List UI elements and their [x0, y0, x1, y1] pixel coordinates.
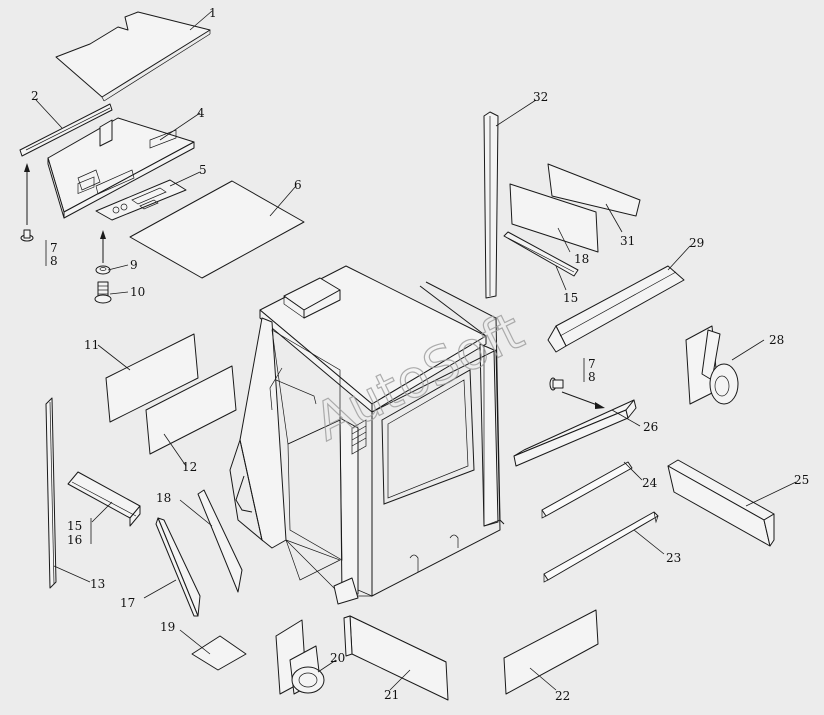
part-9-nut — [95, 230, 129, 275]
label-29: 29 — [689, 236, 704, 250]
label-4: 4 — [197, 106, 205, 120]
label-16: 16 — [67, 533, 82, 547]
label-25: 25 — [794, 473, 809, 487]
label-6: 6 — [294, 178, 302, 192]
label-2: 2 — [31, 89, 39, 103]
part-28-blower — [685, 325, 765, 405]
label-19: 19 — [160, 620, 175, 634]
label-18-left: 18 — [156, 491, 171, 505]
part-labels: 1 2 4 5 6 7 8 9 10 11 12 13 15 16 17 18 … — [31, 6, 809, 703]
part-2-rail — [19, 99, 113, 157]
part-6-floor-mat — [129, 180, 305, 279]
label-10: 10 — [130, 285, 145, 299]
part-26-angle — [513, 399, 641, 467]
label-31: 31 — [620, 234, 635, 248]
label-8-right: 8 — [588, 370, 596, 384]
fastener-7-8-left — [20, 163, 47, 266]
label-13: 13 — [90, 577, 105, 591]
label-1: 1 — [209, 6, 217, 20]
part-32-post — [483, 99, 537, 299]
part-29-rail — [547, 245, 691, 353]
label-15-right: 15 — [563, 291, 578, 305]
label-18-right: 18 — [574, 252, 589, 266]
part-21-beam — [343, 615, 449, 701]
label-7-right: 7 — [588, 357, 596, 371]
part-17-panel — [143, 517, 201, 617]
part-18-panel-right — [509, 183, 599, 253]
part-20-blower — [275, 619, 337, 695]
label-8-left: 8 — [50, 254, 58, 268]
part-15-angle-right — [503, 231, 579, 291]
part-31-panel — [547, 163, 641, 233]
part-22-panel — [503, 609, 599, 695]
label-11: 11 — [84, 338, 99, 352]
label-7-left: 7 — [50, 241, 58, 255]
label-32: 32 — [533, 90, 548, 104]
label-23: 23 — [666, 551, 681, 565]
part-10-bolt — [94, 281, 129, 304]
label-5: 5 — [199, 163, 207, 177]
part-11-panel — [97, 333, 199, 423]
label-21: 21 — [384, 688, 399, 702]
label-20: 20 — [330, 651, 345, 665]
label-24: 24 — [642, 476, 658, 490]
part-19-plate — [179, 629, 247, 671]
part-18-panel-left — [179, 489, 243, 593]
label-17: 17 — [120, 596, 135, 610]
part-15-16-angle — [67, 471, 141, 544]
part-4-dash-tray — [47, 112, 201, 219]
label-22: 22 — [555, 689, 570, 703]
cab-body — [229, 265, 505, 605]
fastener-7-8-right — [549, 358, 605, 409]
part-13-post — [45, 397, 91, 589]
part-23-strip — [543, 511, 665, 583]
part-24-strip — [541, 461, 643, 519]
label-9: 9 — [130, 258, 138, 272]
label-26: 26 — [643, 420, 658, 434]
label-15-left: 15 — [67, 519, 82, 533]
part-1-roof-panel — [55, 10, 213, 102]
label-12: 12 — [182, 460, 197, 474]
part-5-instrument-panel — [95, 171, 201, 221]
label-28: 28 — [769, 333, 784, 347]
part-12-panel — [145, 365, 237, 467]
part-25-panel — [667, 459, 797, 547]
